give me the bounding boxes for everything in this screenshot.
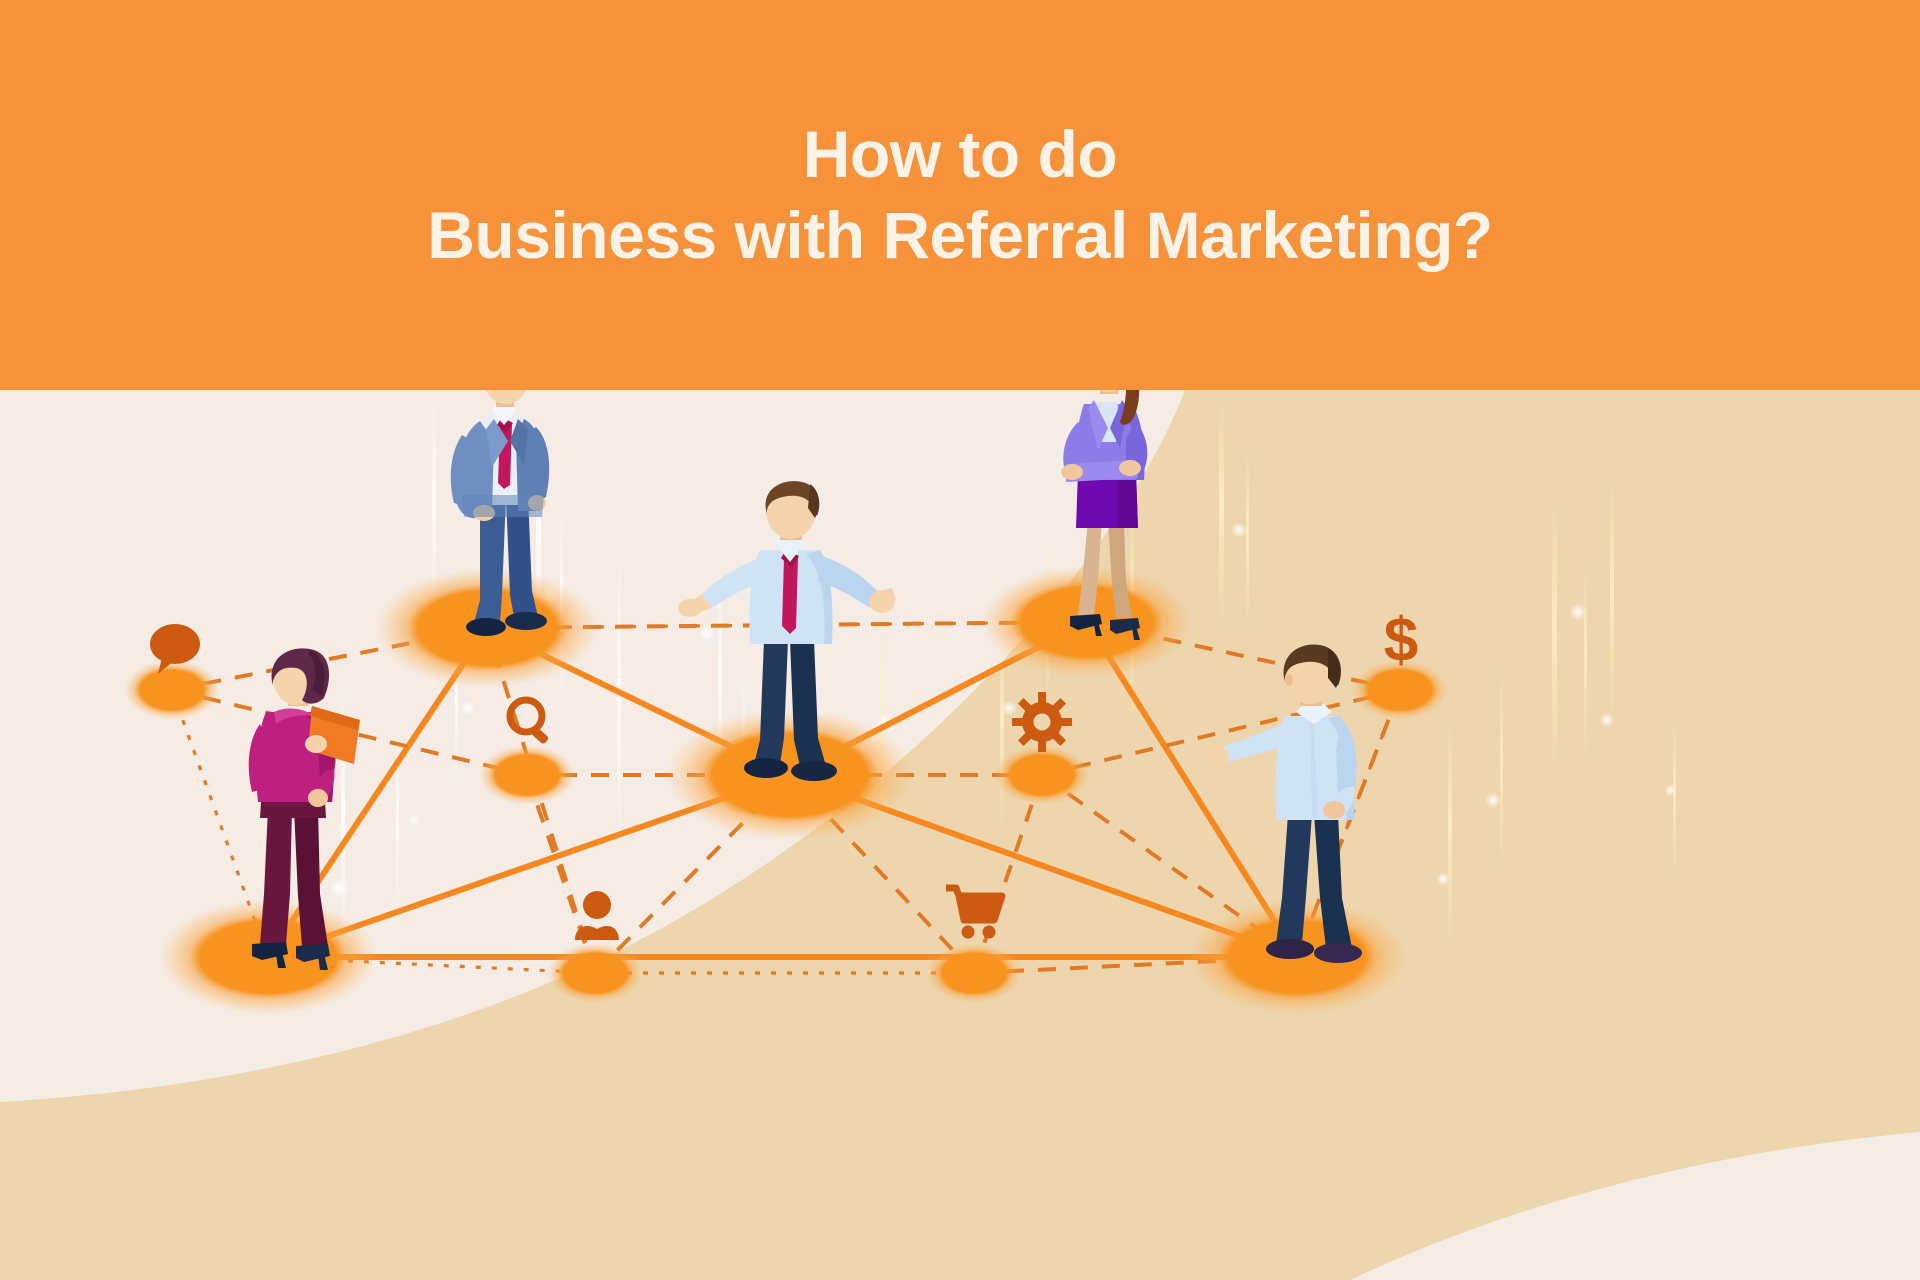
node-gear (994, 745, 1090, 805)
node-user (547, 943, 643, 1003)
node-search (479, 745, 575, 805)
page-title-line-2: Business with Referral Marketing? (427, 198, 1493, 272)
people-figures-layer (0, 390, 1920, 1280)
node-cart (926, 943, 1022, 1003)
figure-woman-magenta (224, 648, 384, 988)
figure-man-center (668, 481, 918, 788)
node-dollar (1352, 660, 1448, 720)
page-title-line-1: How to do (802, 117, 1118, 192)
icon-node-group (124, 660, 1448, 1003)
figure-woman-purple (1032, 390, 1192, 650)
figure-man-blue-suit (418, 390, 588, 645)
illustration-stage: $ (0, 390, 1920, 1280)
node-chat (124, 660, 220, 720)
header-banner: How to do Business with Referral Marketi… (0, 0, 1920, 390)
referral-network-graph (124, 566, 1448, 1015)
node-man-center (666, 709, 914, 841)
figure-man-right (1203, 644, 1410, 978)
